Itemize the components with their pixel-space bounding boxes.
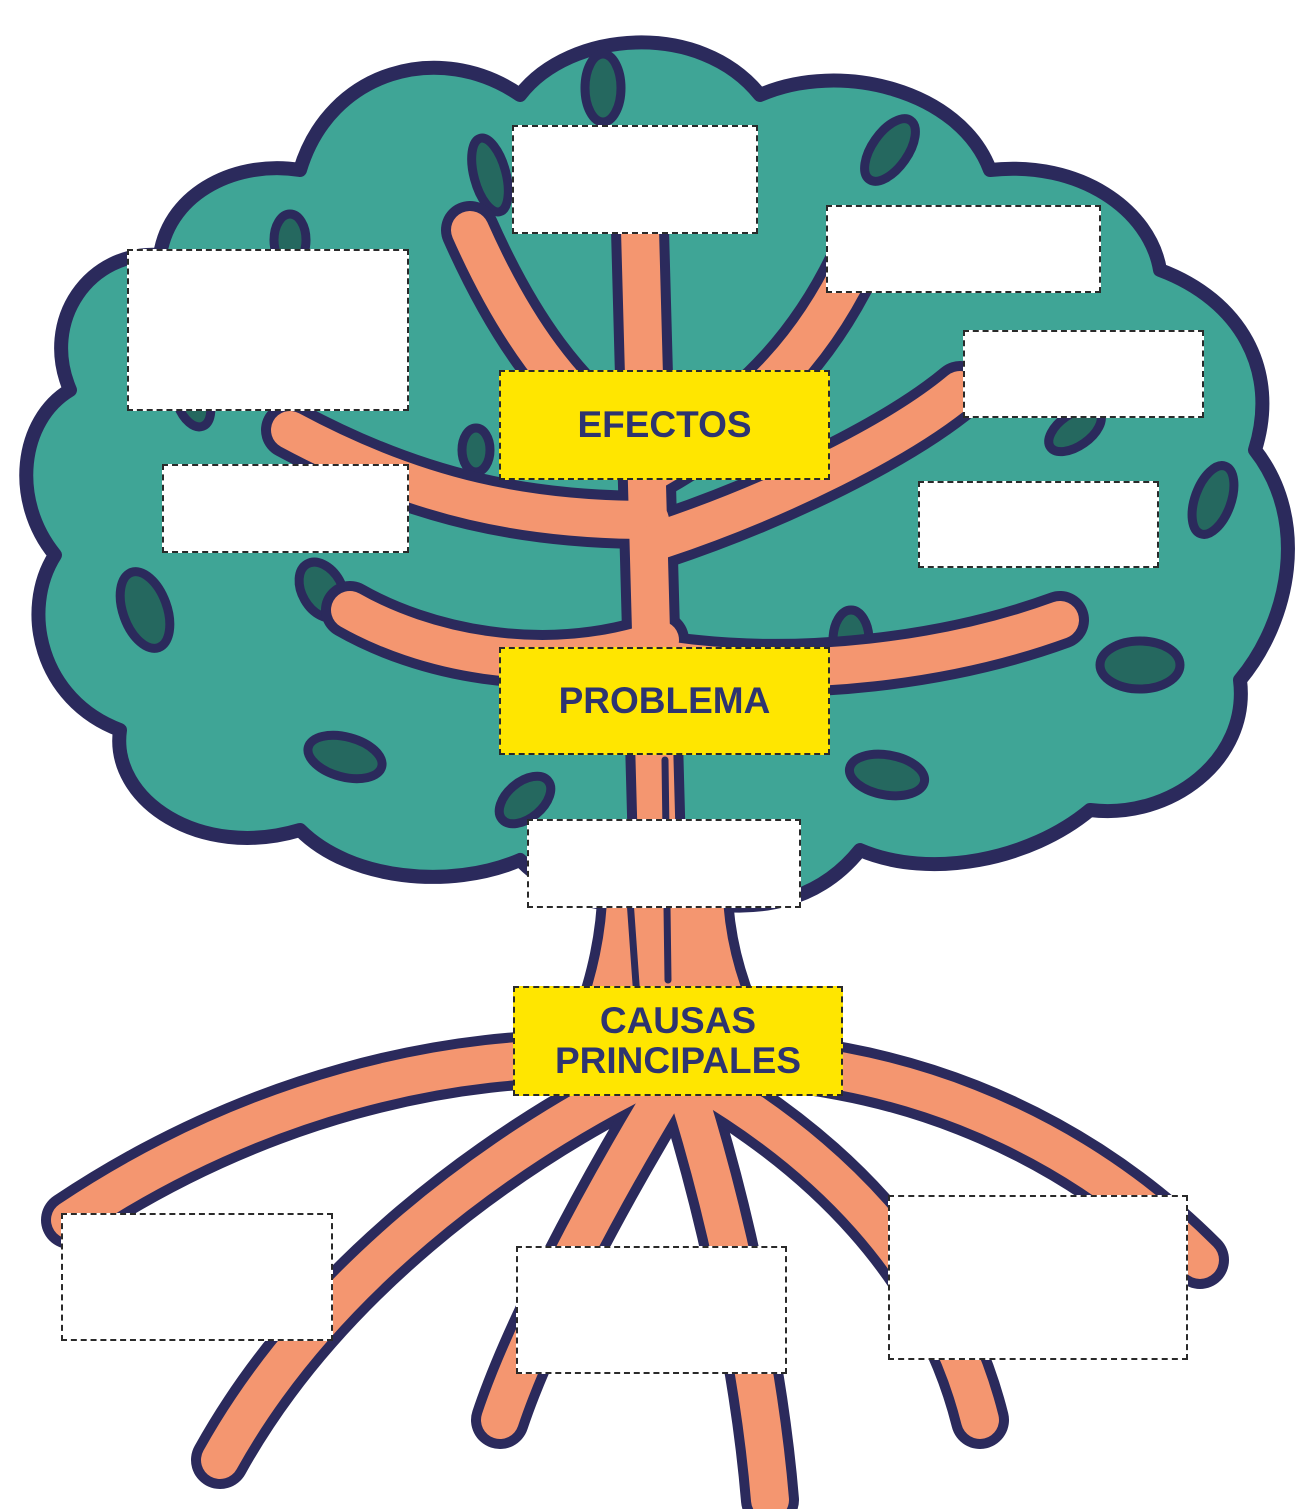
- effect-box[interactable]: [127, 249, 409, 411]
- causes-label: CAUSAS PRINCIPALES: [554, 1000, 801, 1081]
- problem-label: PROBLEMA: [558, 680, 771, 721]
- effects-label-box: EFECTOS: [499, 370, 830, 480]
- cause-box[interactable]: [61, 1213, 333, 1341]
- cause-box[interactable]: [888, 1195, 1188, 1360]
- effect-box[interactable]: [963, 330, 1204, 418]
- effect-box[interactable]: [918, 481, 1159, 568]
- effect-box[interactable]: [826, 205, 1101, 293]
- cause-box[interactable]: [516, 1246, 787, 1374]
- effects-label: EFECTOS: [577, 404, 752, 445]
- causes-label-box: CAUSAS PRINCIPALES: [513, 986, 843, 1096]
- problem-label-box: PROBLEMA: [499, 647, 830, 755]
- effect-box[interactable]: [512, 125, 758, 234]
- effect-box[interactable]: [162, 464, 409, 553]
- problem-box[interactable]: [527, 819, 801, 908]
